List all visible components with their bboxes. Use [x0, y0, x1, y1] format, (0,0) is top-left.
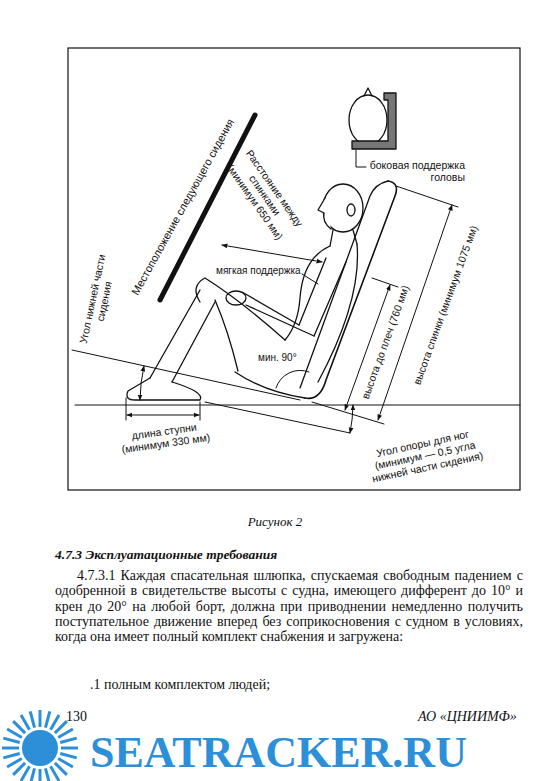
logo-ray	[30, 768, 34, 781]
part-label: мягкая поддержка	[216, 265, 301, 277]
shin	[150, 290, 215, 382]
upper-arm	[299, 258, 346, 336]
hand	[226, 291, 246, 305]
foot	[127, 378, 201, 400]
page-number: 130	[66, 708, 87, 725]
logo-ray	[7, 729, 22, 738]
logo-ray	[21, 715, 30, 730]
dimension-line	[222, 245, 322, 262]
angle-label: мин. 90°	[258, 352, 297, 364]
logo-ray	[30, 711, 34, 727]
logo-ray	[51, 766, 60, 781]
logo-ray	[60, 738, 76, 742]
angle-label: Угол опоры для ног (минимум — 0,5 угла н…	[359, 424, 492, 486]
publisher-footer: АО «ЦНИИМФ»	[418, 708, 517, 725]
figure-frame	[68, 48, 520, 490]
logo-ray	[45, 711, 49, 727]
extension-line	[396, 186, 458, 207]
neck	[330, 230, 357, 246]
logo-ray	[13, 721, 25, 733]
logo-ray	[2, 747, 19, 750]
logo-ray	[39, 769, 42, 781]
logo-ray	[21, 766, 30, 781]
seat-back	[305, 181, 396, 398]
dimension-label: высота спинки (минимум 1075 мм)	[411, 224, 480, 387]
ear	[347, 204, 355, 216]
logo-ray	[51, 715, 60, 730]
body-paragraph: 4.7.3.1 Каждая спасательная шлюпка, спус…	[55, 568, 523, 644]
logo-ray	[3, 738, 19, 742]
thigh	[196, 278, 285, 340]
logo-ray	[13, 763, 25, 775]
seat-angle-line	[72, 350, 300, 400]
section-heading: 4.7.3 Эксплуатационные требования	[55, 547, 525, 563]
logo-ray	[58, 759, 73, 768]
thigh-underside	[215, 300, 238, 371]
logo-ray	[39, 710, 42, 727]
dimension-label: высота до плеч (760 мм)	[359, 284, 411, 401]
logo-ray	[45, 768, 49, 781]
figure-caption: Рисунок 2	[0, 514, 550, 530]
logo-ray	[55, 721, 67, 733]
logo-disc	[22, 730, 58, 766]
watermark: SEATRACKER.RU	[90, 727, 467, 779]
angle-arc	[276, 370, 309, 388]
figure-strokes	[72, 88, 520, 433]
logo-ray	[58, 729, 73, 738]
angle-label: Угол нижней части сидения	[76, 251, 119, 349]
extension-line	[372, 278, 398, 287]
head-top-view	[349, 95, 387, 145]
logo-ray	[3, 753, 19, 757]
face-profile	[318, 198, 331, 229]
extension-line	[312, 402, 384, 424]
side-head-support	[352, 93, 396, 149]
floor-line	[75, 405, 520, 406]
angle-arc	[350, 405, 353, 433]
logo-ray	[61, 747, 78, 750]
dimension-line	[127, 415, 199, 416]
list-item: .1 полным комплектом людей;	[90, 676, 270, 693]
logo-ray	[60, 753, 76, 757]
logo-ray	[7, 759, 22, 768]
leader-line	[356, 150, 366, 167]
extension-line	[200, 402, 201, 420]
extension-line	[126, 398, 127, 420]
nose	[364, 88, 372, 96]
forearm	[242, 292, 314, 336]
dimension-label: Расстояние между спинками (минимум 650 м…	[224, 147, 306, 243]
seat-pan	[235, 372, 305, 398]
logo-ray	[55, 763, 67, 775]
part-label: боковая поддержка головы	[350, 159, 465, 183]
dimension-label: длина ступни (минимум 330 мм)	[114, 418, 216, 456]
